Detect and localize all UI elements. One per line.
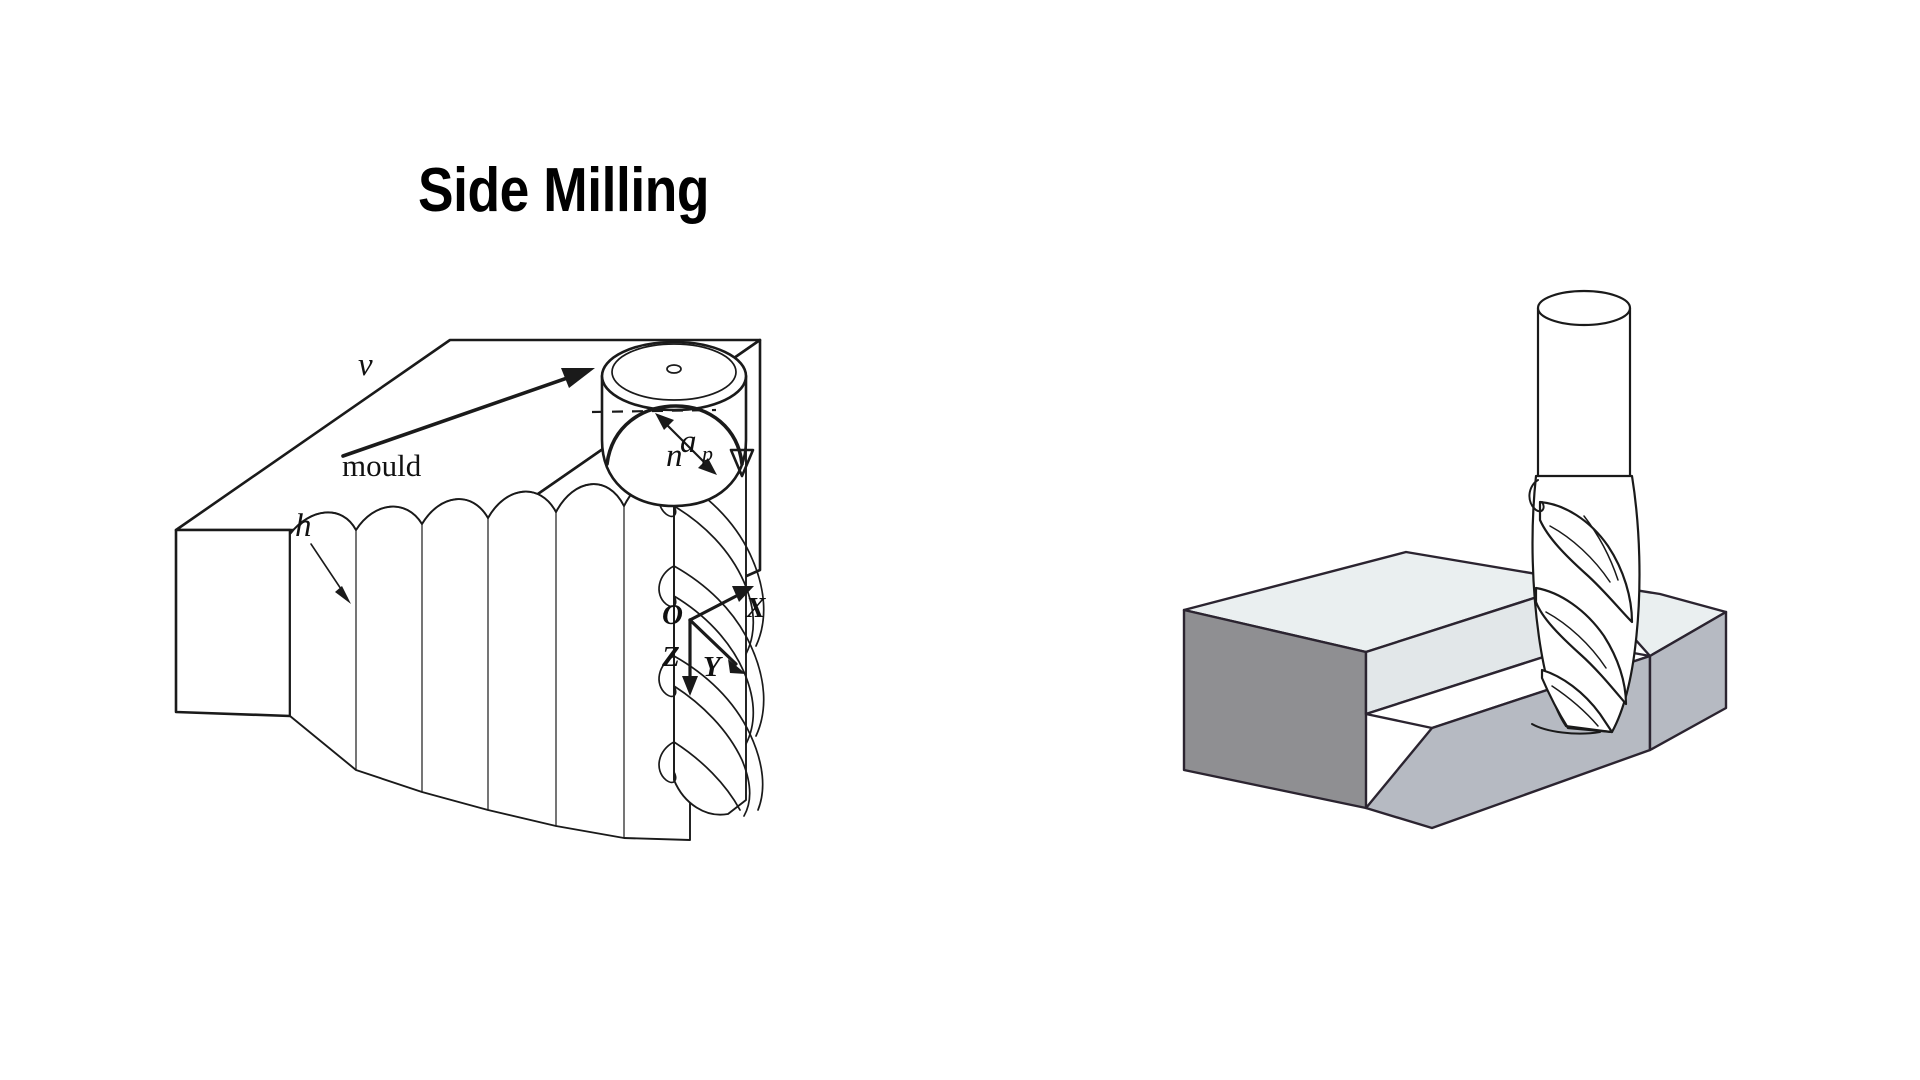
page-title: Side Milling: [418, 156, 710, 225]
render-flute-lip-notch: [1528, 479, 1545, 513]
axial-depth-label-base: a: [680, 424, 697, 460]
axial-depth-annotation: a p: [591, 408, 717, 475]
helix-edge-3b: [673, 685, 751, 817]
render-flute-land-1: [1538, 500, 1634, 624]
side-milling-render-figure: [1180, 280, 1800, 920]
render-helix-score-1: [1549, 525, 1611, 583]
feed-arrow-shaft: [341, 374, 575, 458]
scallop-crest-4: [487, 490, 557, 519]
render-svg: [1182, 289, 1728, 830]
end-mill-flutes: [658, 439, 765, 817]
scallop-crest-3: [421, 498, 489, 525]
block-left-end-face: [174, 528, 292, 718]
rotation-arrowhead: [729, 448, 755, 478]
side-milling-schematic-figure: n v mould h a p: [150, 280, 950, 920]
shank-center-hole: [666, 364, 682, 374]
render-end-mill: [1528, 289, 1641, 735]
axial-depth-label: a p: [680, 424, 713, 466]
axis-y-label: Y: [703, 651, 723, 683]
helix-edge-3: [673, 655, 764, 811]
axis-x-line: [688, 590, 746, 622]
schematic-svg: n v mould h a p: [174, 338, 766, 841]
helix-edge-1b: [673, 505, 755, 655]
scallop-crest-2: [355, 505, 423, 531]
scalloped-surface: [289, 476, 691, 841]
render-helix-score-3: [1551, 685, 1599, 727]
axis-z-label: Z: [661, 641, 680, 673]
feed-label: v: [358, 347, 373, 383]
axis-y-arrowhead: [728, 659, 746, 674]
rotation-label: n: [666, 438, 683, 474]
ap-dashed-reference: [591, 408, 717, 414]
render-tool-tip-sweep: [1531, 723, 1601, 735]
feed-arrow-group: v: [341, 347, 595, 458]
flute-lip-4: [658, 741, 677, 784]
ap-dimension-line: [661, 419, 711, 469]
render-shank-top-ellipse: [1536, 289, 1632, 327]
scallop-band: [289, 476, 691, 841]
axis-y-line: [688, 618, 738, 666]
render-block-far-side: [1648, 610, 1728, 752]
axis-z-arrowhead: [682, 676, 698, 696]
render-tool-end-edge: [1565, 725, 1613, 733]
ap-arrowhead-upper: [655, 413, 674, 430]
scallop-height-label: h: [295, 508, 312, 544]
flute-lip-2: [658, 565, 677, 608]
flute-lip-3: [658, 655, 677, 698]
helix-edge-4: [673, 741, 741, 811]
axial-depth-label-sub: p: [700, 441, 713, 466]
axis-origin-label: O: [662, 599, 683, 631]
workpiece-label: mould: [342, 448, 422, 483]
render-flute-land-3: [1540, 668, 1614, 734]
scallop-crest-5: [555, 483, 625, 513]
render-helix-score-2: [1545, 611, 1607, 669]
render-helix-score-4: [1583, 515, 1619, 581]
feed-arrowhead: [561, 368, 595, 388]
shank-top-inner-rim: [611, 343, 737, 401]
render-workpiece: [1182, 550, 1728, 830]
coordinate-triad: X Y Z O: [661, 586, 766, 696]
scallop-crest-1: [289, 511, 357, 535]
flute-body: [673, 439, 747, 816]
axis-x-arrowhead: [732, 586, 754, 602]
axis-x-label: X: [745, 592, 766, 624]
helix-edge-2b: [673, 595, 755, 745]
ap-arrowhead-lower: [698, 458, 717, 475]
rotation-arrow-group: n: [605, 404, 755, 478]
render-flute-land-2: [1534, 586, 1628, 706]
rotation-arrow-arc: [605, 404, 744, 466]
shank-bottom-curve: [601, 439, 747, 507]
h-leader-arrowhead: [335, 586, 351, 604]
helix-edge-2: [673, 565, 765, 737]
scallop-height-annotation: h: [295, 508, 351, 604]
